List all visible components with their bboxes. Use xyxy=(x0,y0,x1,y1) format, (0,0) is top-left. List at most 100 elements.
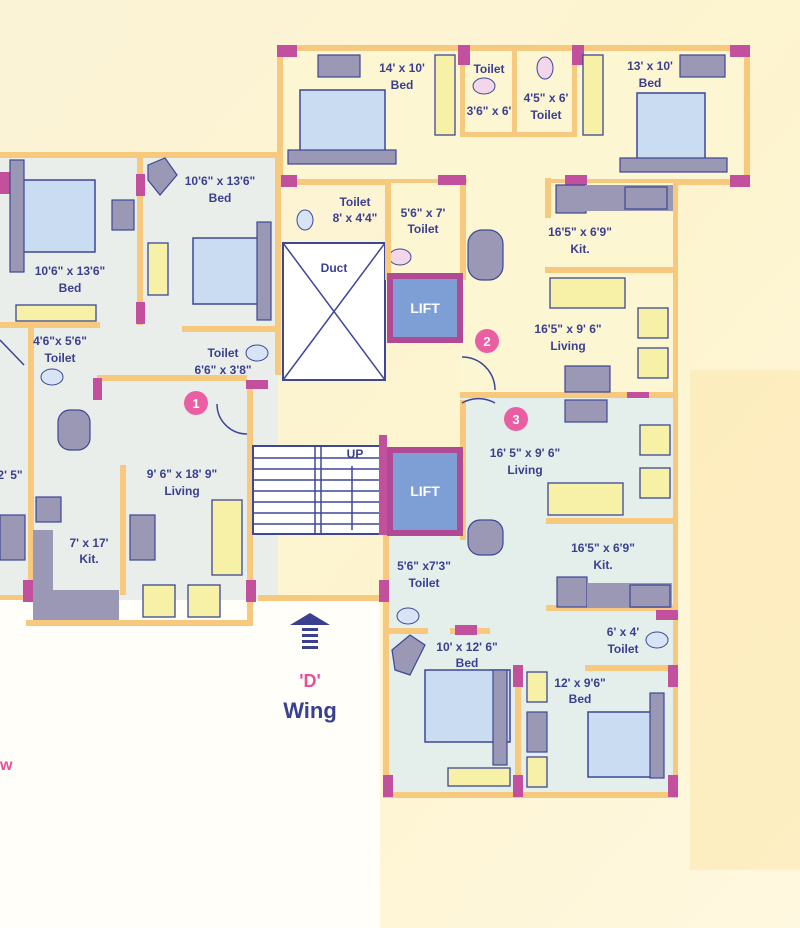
bed-headboard-icon xyxy=(492,669,508,766)
room-size: 4'6"x 5'6" xyxy=(33,334,87,348)
wall xyxy=(26,620,253,626)
entrance-arrow-bar xyxy=(302,628,318,631)
entrance-arrow-icon xyxy=(290,613,330,625)
room-size: 4'5" x 6' xyxy=(524,91,569,105)
wardrobe-icon xyxy=(434,54,456,136)
wing-label: 'D' Wing xyxy=(283,613,337,723)
background-lower-left xyxy=(0,600,380,928)
flat-number-badge-3 xyxy=(504,407,528,431)
toilet-icon xyxy=(296,209,314,231)
door-swing-icon xyxy=(216,403,248,435)
wing-letter: 'D' xyxy=(299,671,321,691)
toilet-icon xyxy=(40,368,64,386)
flat-1: 1 10'6" x 13'6" Bed 10'6" x 13'6" Bed To… xyxy=(0,152,385,626)
armchair-icon xyxy=(187,584,221,618)
room-size: 10' x 12' 6" xyxy=(436,640,497,654)
room-size: 12' x 9'6" xyxy=(554,676,605,690)
sofa-icon xyxy=(549,277,626,309)
room-size: 5'6" x 7' xyxy=(401,206,446,220)
wall xyxy=(546,518,674,524)
wall xyxy=(258,595,385,601)
column xyxy=(438,175,466,185)
desk-icon xyxy=(0,514,26,561)
flat-2: 2 5'6" x 7' Toilet 16'5" x 6'9" Kit. 16'… xyxy=(388,175,678,402)
armchair-icon xyxy=(639,424,671,456)
wall xyxy=(512,45,517,135)
column xyxy=(627,392,649,402)
wall xyxy=(97,375,247,381)
desk-icon xyxy=(111,199,135,231)
armchair-icon xyxy=(637,307,669,339)
wall xyxy=(120,465,126,595)
stove-icon xyxy=(555,184,587,214)
toilet-icon xyxy=(645,631,669,649)
room-name: Living xyxy=(507,463,542,477)
column xyxy=(513,665,523,687)
room-size: 5'6" x7'3" xyxy=(397,559,451,573)
duct-cross xyxy=(282,242,386,381)
wardrobe-icon xyxy=(526,756,548,788)
bed-icon xyxy=(192,237,262,305)
sofa-icon xyxy=(547,482,624,516)
column xyxy=(565,175,587,185)
lift-upper xyxy=(387,273,463,343)
door-swing-icon xyxy=(461,397,496,404)
bed-headboard-icon xyxy=(619,157,728,173)
column xyxy=(455,625,477,635)
top-unit: 14' x 10' Bed Toilet 3'6" x 6' 4'5" x 6'… xyxy=(277,45,750,187)
core: Duct LIFT LIFT UP xyxy=(252,180,463,602)
room-size: 16'5" x 6'9" xyxy=(571,541,635,555)
room-size: 16' 5" x 9' 6" xyxy=(490,446,560,460)
duct-label: Duct xyxy=(321,261,348,275)
armchair-icon xyxy=(637,347,669,379)
desk-icon xyxy=(391,634,426,676)
column xyxy=(668,665,678,687)
column xyxy=(383,775,393,797)
column xyxy=(93,378,102,400)
dining-table-icon xyxy=(57,409,91,451)
wall xyxy=(385,180,391,280)
sink-icon xyxy=(624,186,668,210)
room-size: 7' x 17' xyxy=(69,536,108,550)
wardrobe-icon xyxy=(15,304,97,322)
room-name: Toilet xyxy=(407,222,438,236)
room-name: Living xyxy=(164,484,199,498)
armchair-icon xyxy=(639,467,671,499)
column xyxy=(277,175,297,187)
wardrobe-icon xyxy=(582,54,604,136)
column xyxy=(730,45,750,57)
wall xyxy=(383,535,389,795)
stove-icon xyxy=(35,496,62,523)
column xyxy=(23,580,33,602)
wing-word: Wing xyxy=(283,698,337,723)
wall xyxy=(460,132,577,137)
room-name: Toilet xyxy=(607,642,638,656)
desk-icon xyxy=(526,711,548,753)
wall xyxy=(247,385,253,625)
room-name: Bed xyxy=(456,656,479,670)
lift-label: LIFT xyxy=(410,300,440,316)
entrance-arrow-bar xyxy=(302,640,318,643)
wall xyxy=(277,45,283,185)
room-name: Toilet xyxy=(473,62,504,76)
room-size: 9' 6" x 18' 9" xyxy=(147,467,217,481)
wall xyxy=(383,628,428,634)
desk-icon xyxy=(317,54,361,78)
column xyxy=(668,775,678,797)
wall xyxy=(0,322,100,328)
room-name: Kit. xyxy=(79,552,98,566)
column xyxy=(0,172,10,194)
kitchen-counter-icon xyxy=(33,530,53,595)
wall xyxy=(275,155,281,375)
room-name: Bed xyxy=(569,692,592,706)
room-size: 16'5" x 6'9" xyxy=(548,225,612,239)
room-name: Bed xyxy=(639,76,662,90)
toilet-icon xyxy=(472,77,496,95)
cropped-text-fragment: w xyxy=(0,757,13,774)
armchair-icon xyxy=(142,584,176,618)
room-name: Kit. xyxy=(570,242,589,256)
column xyxy=(572,45,584,65)
column xyxy=(246,580,256,602)
desk-icon xyxy=(564,365,611,393)
